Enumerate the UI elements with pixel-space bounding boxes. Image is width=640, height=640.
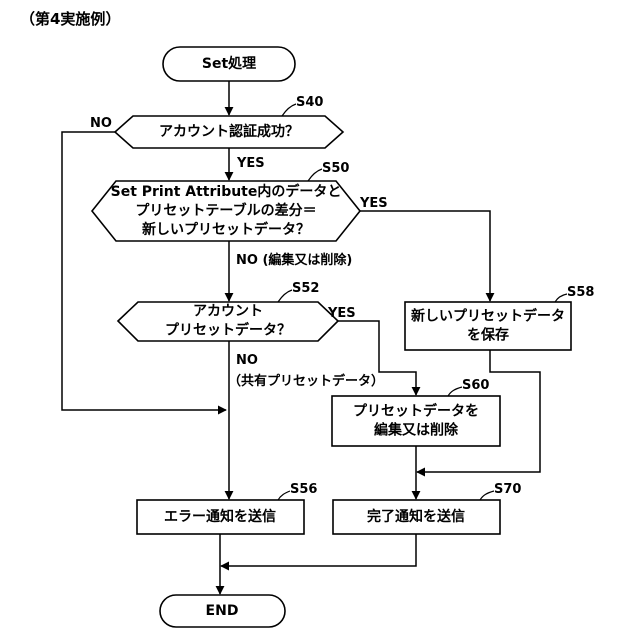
edge-s50-yes: [360, 211, 490, 301]
label-line: Set処理: [202, 55, 256, 72]
step-s60: S60: [462, 378, 489, 393]
step-s52-leader: [278, 290, 292, 302]
branch-s40-no: NO: [90, 116, 112, 131]
decision-s40-label: アカウント認証成功？: [159, 123, 299, 140]
branch-s52-yes: YES: [327, 306, 356, 321]
label-line: 完了通知を送信: [367, 508, 465, 525]
process-s70-label: 完了通知を送信: [367, 508, 465, 525]
end-label: END: [206, 603, 239, 619]
branch-s52-no-2: （共有プリセットデータ）: [228, 373, 384, 389]
process-s56-label: エラー通知を送信: [164, 508, 276, 525]
label-line: 新しいプリセットデータ？: [142, 221, 310, 238]
step-s70: S70: [494, 482, 521, 497]
start-label: Set処理: [202, 55, 256, 72]
step-s52: S52: [292, 281, 319, 296]
step-s60-leader: [448, 387, 462, 396]
branch-s50-no: NO (編集又は削除): [236, 252, 352, 268]
label-line: プリセットテーブルの差分＝: [135, 202, 316, 219]
branch-s40-yes: YES: [236, 156, 265, 171]
edge-s40-no: [62, 132, 226, 410]
edge-s70-end: [221, 534, 416, 566]
step-s50: S50: [322, 161, 349, 176]
step-s40: S40: [296, 95, 323, 110]
label-line: Set Print Attribute内のデータと: [111, 183, 342, 200]
label-line: 新しいプリセットデータ: [411, 308, 565, 325]
step-s58-leader: [555, 294, 567, 302]
label-line: アカウント: [193, 304, 263, 320]
step-s56: S56: [290, 482, 317, 497]
label-line: を保存: [467, 327, 509, 344]
branch-s50-yes: YES: [359, 196, 388, 211]
step-s56-leader: [278, 491, 290, 500]
step-s40-leader: [282, 104, 296, 116]
decision-s50-label: Set Print Attribute内のデータとプリセットテーブルの差分＝ 新し…: [111, 183, 342, 238]
label-line: 編集又は削除: [374, 422, 459, 439]
branch-s52-no-1: NO: [236, 353, 258, 368]
step-s58: S58: [567, 285, 594, 300]
step-s50-leader: [308, 169, 322, 181]
label-line: エラー通知を送信: [164, 508, 276, 525]
step-s70-leader: [480, 491, 494, 500]
label-line: アカウント認証成功？: [159, 123, 299, 140]
label-line: END: [206, 603, 239, 619]
label-line: プリセットデータ？: [165, 322, 291, 339]
label-line: プリセットデータを: [353, 403, 479, 420]
